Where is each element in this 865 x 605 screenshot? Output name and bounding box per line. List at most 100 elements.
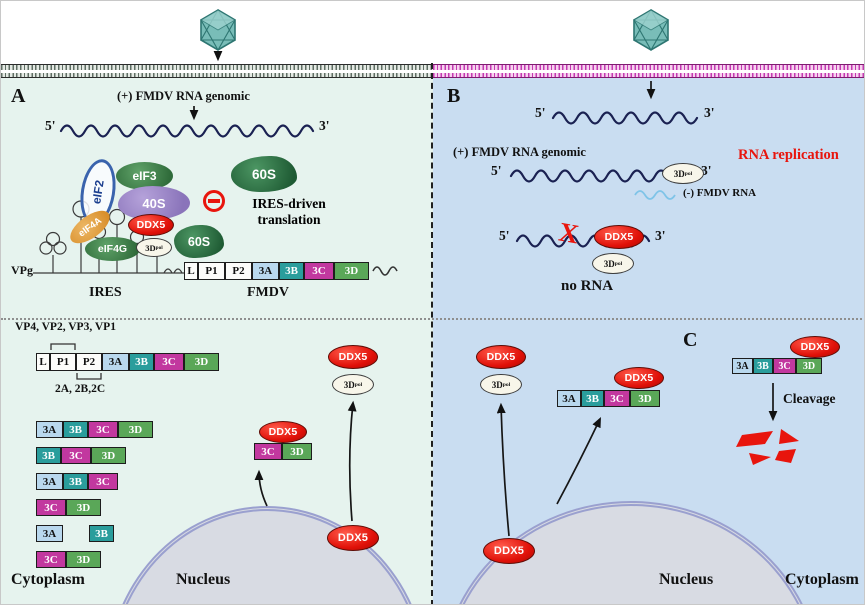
3dpol-label: 3D [603, 258, 615, 269]
genome-box-3d: 3D [184, 353, 219, 371]
protein-box-3d: 3D [91, 447, 126, 464]
eif2-label: eIF2 [89, 179, 107, 205]
ddx5-ellipse-complex: DDX5 [128, 214, 174, 236]
protein-box-3d: 3D [630, 390, 660, 407]
protein-box-3b: 3B [63, 421, 88, 438]
section-divider-dotted [1, 318, 864, 320]
genome-box-3c: 3C [154, 353, 184, 371]
genome-box-3c: 3C [304, 262, 334, 280]
ddx5-ellipse-3c3d: DDX5 [259, 421, 307, 443]
protein-box-3a: 3A [36, 525, 63, 542]
3dpol-sup: pol [354, 381, 363, 388]
ddx5-ellipse-nucleus-a: DDX5 [327, 525, 379, 551]
fragment-row-2: 3B 3C 3D [36, 447, 126, 464]
3dpol-sup: pol [614, 260, 623, 267]
fmdv-genome-bar: L P1 P2 3A 3B 3C 3D [184, 262, 369, 280]
ddx5-label: DDX5 [268, 426, 298, 438]
ddx5-label: DDX5 [604, 231, 634, 243]
protein-box-3c: 3C [773, 358, 796, 374]
five-prime-label: 5' [45, 118, 56, 133]
ddx5-ellipse-p3-b: DDX5 [614, 367, 664, 389]
3dpol-label: 3D [673, 168, 685, 179]
genomic-rna-caption-b: (+) FMDV RNA genomic [453, 145, 586, 159]
protein-box-3d: 3D [66, 499, 101, 516]
fragment-row-1: 3A 3B 3C 3D [36, 421, 153, 438]
vp-caption: VP4, VP2, VP3, VP1 [15, 321, 116, 333]
ires-driven-line2: translation [257, 212, 321, 227]
protein-box-3b: 3B [36, 447, 61, 464]
40s-label: 40S [142, 195, 166, 211]
nucleus-label-a: Nucleus [176, 571, 231, 588]
genome-box-p1: P1 [198, 262, 225, 280]
60s-ribosome-subunit-free: 60S [231, 156, 297, 192]
genome-box-3b: 3B [279, 262, 304, 280]
panel-b-label: B [447, 85, 461, 107]
protein-box-3c: 3C [88, 421, 118, 438]
three-prime-label: 3' [704, 105, 715, 120]
60s-label: 60S [187, 234, 211, 249]
protein-box-3c: 3C [88, 473, 118, 490]
eif4g-protein: eIF4G [85, 237, 140, 261]
nucleus-label-b: Nucleus [659, 571, 714, 588]
panel-divider-dashed [431, 63, 433, 604]
3dpol-label: 3D [145, 242, 156, 253]
cleavage-caption: Cleavage [783, 391, 836, 406]
fragment-row-3: 3A 3B 3C [36, 473, 118, 490]
3dpol-sup: pol [684, 170, 693, 177]
protein-box-3b: 3B [63, 473, 88, 490]
protein-box-3d: 3D [796, 358, 822, 374]
3dpol-sup: pol [502, 381, 511, 388]
60s-label: 60S [251, 166, 277, 182]
cell-membrane-left [1, 64, 433, 78]
protein-box-3c: 3C [61, 447, 91, 464]
vpg-label: VPg [11, 263, 33, 277]
genomic-rna-caption-a: (+) FMDV RNA genomic [117, 89, 250, 103]
ires-label: IRES [89, 285, 122, 300]
three-prime-label: 3' [701, 163, 712, 178]
protein-box-3d: 3D [66, 551, 101, 568]
eif3-label: eIF3 [132, 169, 157, 183]
ddx5-label: DDX5 [486, 351, 516, 363]
ddx5-ellipse-pol-b: DDX5 [476, 345, 526, 369]
genome-box-l: L [184, 262, 198, 280]
protein-box-3a: 3A [557, 390, 581, 407]
fragment-row-6: 3C 3D [36, 551, 101, 568]
ddx5-label: DDX5 [624, 372, 654, 384]
genome-box-3d: 3D [334, 262, 369, 280]
three-prime-label: 3' [319, 118, 330, 133]
3dpol-label: 3D [491, 379, 503, 390]
3dpol-label: 3D [343, 379, 355, 390]
rna-replication-caption: RNA replication [738, 147, 839, 163]
protein-box-3d: 3D [282, 443, 312, 460]
genome-box-3b: 3B [129, 353, 154, 371]
protein-box-3a: 3A [36, 421, 63, 438]
ires-driven-line1: IRES-driven [252, 196, 326, 211]
cytoplasm-label-a: Cytoplasm [11, 571, 85, 588]
five-prime-label: 5' [491, 163, 502, 178]
protein-box-3c: 3C [254, 443, 282, 460]
cytoplasm-label-c: Cytoplasm [785, 571, 859, 588]
p3-complex-boxes-c: 3A 3B 3C 3D [732, 358, 822, 374]
protein-box-3b: 3B [581, 390, 604, 407]
five-prime-label: 5' [499, 228, 510, 243]
eif4g-label: eIF4G [97, 243, 128, 255]
five-prime-label: 5' [535, 105, 546, 120]
genome-box-p1: P1 [50, 353, 76, 371]
eif3-protein: eIF3 [116, 162, 173, 190]
3dpol-sup: pol [155, 244, 163, 251]
ddx5-label: DDX5 [136, 219, 166, 231]
ires-driven-translation-caption: IRES-driven translation [229, 196, 349, 228]
panel-c-label: C [683, 329, 698, 351]
protein-box-3a: 3A [732, 358, 753, 374]
fragment-row-5: 3A 3B [36, 525, 114, 542]
inhibition-icon [203, 190, 225, 212]
genome-box-l: L [36, 353, 50, 371]
ddx5-ellipse-nucleus-b: DDX5 [483, 538, 535, 564]
cell-membrane-right [433, 64, 864, 78]
ddx5-ellipse-pol-a: DDX5 [328, 345, 378, 369]
